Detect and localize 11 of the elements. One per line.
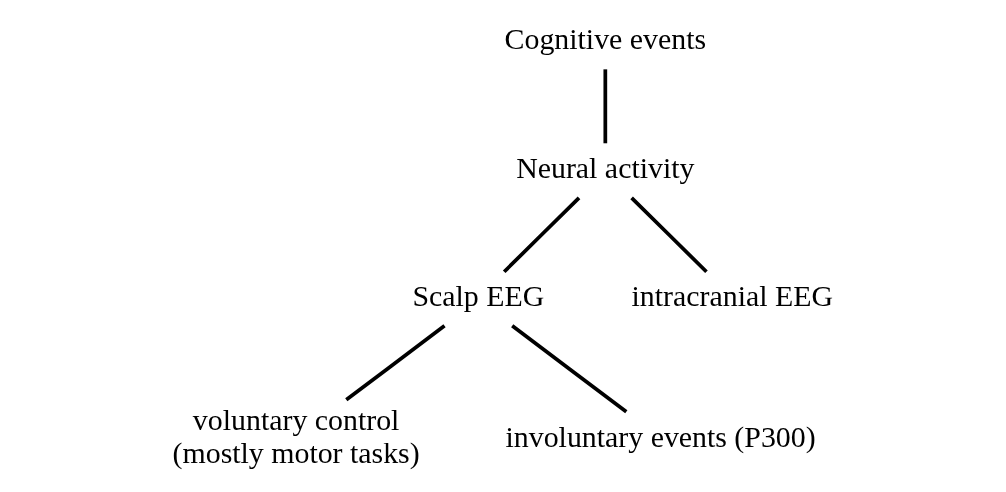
node-text: Scalp EEG xyxy=(412,278,545,312)
node-text: Cognitive events xyxy=(504,21,707,55)
connector xyxy=(630,196,708,273)
connector xyxy=(511,323,628,413)
connector xyxy=(502,196,581,273)
node-text: intracranial EEG xyxy=(631,278,834,312)
node-text: involuntary events (P300) xyxy=(505,419,816,453)
node-text: voluntary control (mostly motor tasks) xyxy=(172,402,420,469)
connector xyxy=(345,323,446,401)
connector xyxy=(603,68,608,143)
node-text: Neural activity xyxy=(516,150,695,184)
